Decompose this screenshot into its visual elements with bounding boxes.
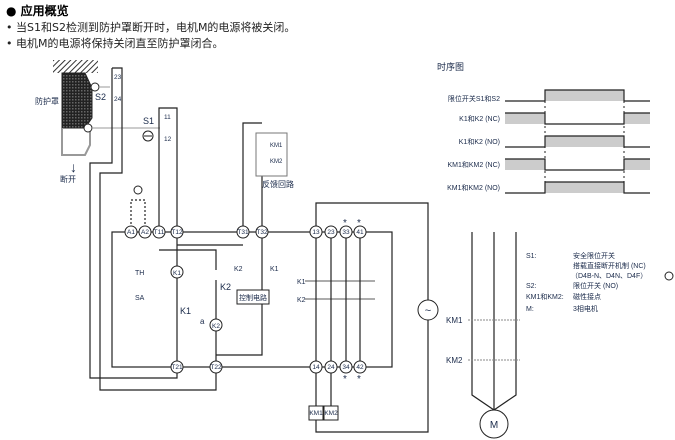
terminal-bottom-row: T21 T22 14 24 34 42 [170,360,367,374]
label: 42 [356,364,364,371]
feedback-km1-label: KM1 [270,143,283,149]
feedback-label: 反馈回路 [262,179,294,189]
asterisk-41: * [357,218,361,229]
label: 磁性接点 [573,292,601,301]
label: （D4B-N、D4N、D4F） [571,272,647,280]
label: S2: [526,283,537,290]
direct-opening-icon [664,271,674,281]
motor-km2-label: KM2 [446,356,463,365]
label: A1 [127,229,135,236]
label: 33 [342,229,350,236]
k1-nc-label: K1 [270,266,279,273]
bullet-1: • 当S1和S2检测到防护罩断开时，电机M的电源将被关闭。 [6,21,296,34]
label: T21 [171,364,183,371]
label: T11 [154,229,165,236]
k2-contact-label: K2 [220,282,231,292]
terminal-11-label: 11 [164,114,171,121]
terminal-23-label: 23 [114,74,122,81]
label: 24 [327,364,335,371]
label: M: [526,306,534,313]
guard-label: 防护罩 [35,96,59,106]
k1-contact-label: K1 [180,306,191,316]
label: 34 [342,364,350,371]
label: 14 [312,364,320,371]
label: T31 [237,229,249,236]
timing-row-label: K1和K2 (NC) [459,114,500,123]
timing-row-label: 限位开关S1和S2 [448,94,500,103]
label: KM1和KM2: [526,292,564,301]
feedback-km2-label: KM2 [270,159,283,165]
th-label: TH [135,270,144,277]
open-label: 断开 [60,174,76,184]
k2-nc-label: K2 [234,266,243,273]
label: 限位开关 (NO) [573,281,618,290]
timing-chart: 限位开关S1和S2 K1和K2 (NC) K1和K2 (NO) KM1和KM2 … [447,89,650,194]
sa-label: SA [135,295,145,302]
label: T12 [171,229,183,236]
motor-km1-label: KM1 [446,316,463,325]
bullet-2: • 电机M的电源将保持关闭直至防护罩闭合。 [6,37,224,50]
label: S1: [526,253,537,260]
asterisk-42: * [357,374,361,385]
label: T32 [256,229,268,236]
asterisk-33: * [343,218,347,229]
terminal-12-label: 12 [164,136,172,143]
label: A2 [141,229,149,236]
label: 13 [312,229,320,236]
ac-source-icon [417,299,439,321]
km2-coil-label: KM2 [324,410,338,417]
k1-output-label: K1 [297,279,306,286]
terminal-top-row: A1 A2 T11 T12 T31 T32 13 23 33 41 [124,225,367,239]
a-label: a [200,317,205,326]
terminal-24-label: 24 [114,96,122,103]
km1-coil-label: KM1 [309,410,323,417]
control-circuit-label: 控制电路 [239,293,267,302]
s2-label: S2 [95,92,106,102]
k1-coil-label: K1 [173,270,181,277]
s1-label: S1 [143,116,154,126]
label: 安全限位开关 [573,251,615,260]
k2-output-label: K2 [297,297,306,304]
timing-row-label: KM1和KM2 (NO) [447,183,500,192]
timing-row-label: K1和K2 (NO) [459,137,500,146]
label: 41 [356,229,364,236]
guard: 防护罩 ↓ 断开 S2 23 24 S1 11 12 [35,60,172,184]
label: 3相电机 [573,304,598,313]
asterisk-34: * [343,374,347,385]
timing-title: 时序图 [437,61,464,72]
motor-icon [479,409,509,439]
section-heading: ● 应用概览 [6,4,69,18]
timing-row-label: KM1和KM2 (NC) [447,160,500,169]
k2-coil-label: K2 [212,323,220,330]
arrow-down-icon: ↓ [70,159,77,175]
legend: S1:安全限位开关 搭载直接断开机制 (NC) （D4B-N、D4N、D4F） … [526,251,674,313]
motor-label: M [490,420,498,431]
relay-box [111,231,393,368]
label: 搭载直接断开机制 (NC) [573,261,646,270]
svg-text:~: ~ [425,305,431,317]
label: T22 [210,364,222,371]
label: 23 [327,229,335,236]
